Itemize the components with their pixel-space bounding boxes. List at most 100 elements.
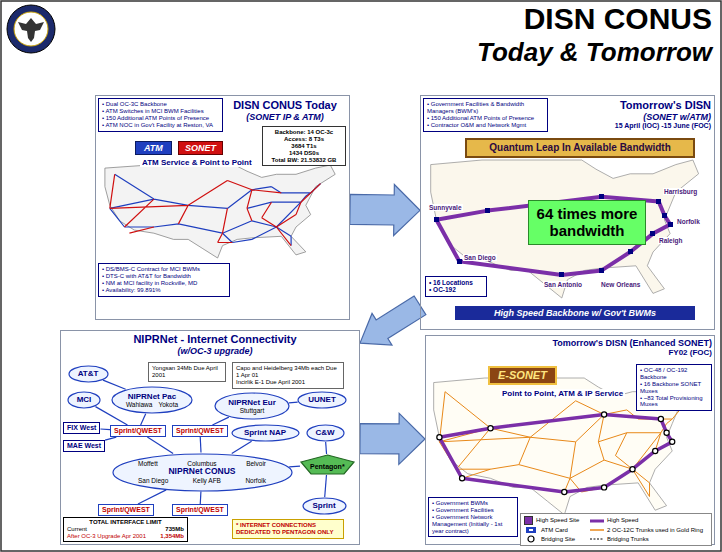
node-text: Wahiawa bbox=[126, 401, 153, 408]
atm-tag: ATM bbox=[135, 141, 172, 155]
exchange-box: FIX West bbox=[63, 422, 100, 434]
panel: DISN CONUS Today(SONET IP & ATM)• Dual O… bbox=[95, 95, 350, 320]
network-cloud: MoffettColumbusBelvoirNIPRNet CONUSSan D… bbox=[112, 453, 293, 492]
legend-sample bbox=[524, 526, 538, 534]
panel-heading: Tomorrow's DISN bbox=[555, 99, 711, 112]
panel-heading: (SONET w/ATM) bbox=[555, 112, 711, 122]
isp-cloud: C&W bbox=[306, 424, 345, 442]
panel-heading: 15 April (IOC) -15 June (FOC) bbox=[555, 122, 711, 130]
info-box: • Government Facilities & Bandwidth Mana… bbox=[423, 98, 548, 132]
banner: Quantum Leap In Available Bandwidth bbox=[465, 138, 695, 158]
node-text: Backbone: 14 OC-3c bbox=[265, 129, 343, 136]
link-line bbox=[103, 380, 126, 389]
legend-text: Bridging Trunks bbox=[607, 536, 649, 543]
legend-text: 2 OC-12C Trunks used in Gold Ring bbox=[607, 527, 703, 534]
link-line bbox=[289, 401, 298, 403]
legend-text: Bridging Site bbox=[541, 536, 575, 543]
map-caption: Point to Point, ATM & IP Service bbox=[500, 389, 625, 398]
legend-box: High Speed SiteATM CardBridging Site High… bbox=[520, 513, 712, 546]
carrier-box: Sprint/QWEST bbox=[110, 425, 166, 437]
legend-text: High Speed bbox=[607, 517, 638, 524]
isp-cloud: Sprint bbox=[302, 497, 347, 515]
slide-title: DISN CONUS bbox=[524, 2, 712, 37]
legend-sample bbox=[524, 535, 538, 543]
node-text: After OC-3 Upgrade Apr 2001 bbox=[67, 533, 146, 540]
node-text: FIX West bbox=[67, 424, 96, 432]
link-line bbox=[200, 437, 202, 452]
node-text: • Dual OC-3C Backbone bbox=[102, 101, 219, 108]
node-text: Sprint/QWEST bbox=[102, 506, 150, 514]
node-text: 64 times more bandwidth bbox=[533, 205, 641, 240]
link-line bbox=[138, 490, 166, 504]
link-line bbox=[325, 475, 327, 497]
node-text: Sprint NAP bbox=[244, 428, 286, 437]
note-box: * INTERNET CONNECTIONS DEDICATED TO PENT… bbox=[232, 519, 344, 539]
node-text: • NM at MCI facility in Rockville, MD bbox=[102, 280, 226, 287]
node-text: Columbus bbox=[187, 460, 216, 467]
node-text: • ATM NOC in Gov't Facility at Reston, V… bbox=[102, 122, 219, 129]
node-text: • Availability: 99.891% bbox=[102, 287, 226, 294]
sonet-tag: SONET bbox=[178, 141, 223, 155]
note-box: Yongsan 34Mb Due April 2001 bbox=[148, 362, 226, 382]
node-text: • 16 Locations bbox=[429, 279, 483, 286]
node-text: • 16 Backbone SONET Muxes bbox=[640, 381, 708, 395]
node-text: 735Mb bbox=[165, 526, 184, 533]
node-text: • 150 Additional ATM Points of Presence bbox=[427, 115, 544, 122]
flow-arrow bbox=[350, 184, 420, 235]
node-text: C&W bbox=[315, 428, 334, 437]
node-text: Sprint/QWEST bbox=[176, 506, 224, 514]
isp-cloud: AT&T bbox=[68, 365, 109, 383]
link-line bbox=[105, 437, 116, 440]
node-text: • ~83 Total Provisioning Muxes bbox=[640, 395, 708, 409]
legend-sample bbox=[590, 535, 604, 543]
node-text: High Speed Backbone w/ Gov't BWMs bbox=[457, 308, 693, 318]
legend-sample bbox=[590, 526, 604, 534]
node-text: • Government Network Management (Initial… bbox=[432, 514, 514, 535]
node-text: Sprint/QWEST bbox=[176, 427, 224, 435]
node-text: Sprint bbox=[312, 501, 335, 510]
exchange-box: MAE West bbox=[63, 440, 105, 452]
panel-heading: FY02 (FOC) bbox=[520, 348, 712, 357]
node-text: SONET bbox=[185, 143, 216, 153]
legend-text: High Speed Site bbox=[536, 517, 579, 524]
city-label: Raleigh bbox=[658, 237, 683, 244]
info-box: • OC-48 / OC-192 Backbone• 16 Backbone S… bbox=[636, 364, 712, 411]
carrier-box: Sprint/QWEST bbox=[172, 425, 228, 437]
node-text: Sprint/QWEST bbox=[114, 427, 162, 435]
link-line bbox=[200, 491, 202, 504]
node-text: Norfolk bbox=[245, 477, 266, 484]
disa-seal bbox=[7, 5, 55, 53]
node-text: Access: 8 T3s bbox=[265, 136, 343, 143]
bridging-sites bbox=[437, 412, 675, 495]
node-text: Yokota bbox=[158, 401, 178, 408]
node-text: Moffett bbox=[138, 460, 158, 467]
node-text: • DTS-C with AT&T for Bandwidth bbox=[102, 273, 226, 280]
node-text: • OC-48 / OC-192 Backbone bbox=[640, 367, 708, 381]
node-text: 1,354Mb bbox=[160, 533, 184, 540]
link-line bbox=[232, 441, 252, 453]
subtitle: Today & Tomorrow bbox=[477, 38, 712, 68]
panel-heading: DISN CONUS Today bbox=[222, 99, 348, 112]
node-text: • DS/BMS-C Contract for MCI BWMs bbox=[102, 266, 226, 273]
link-line bbox=[325, 442, 327, 454]
panel: Tomorrow's DISN(SONET w/ATM)15 April (IO… bbox=[420, 95, 715, 330]
link-line bbox=[212, 417, 228, 425]
city-label: Sunnyvale bbox=[428, 204, 463, 211]
note-box: Capo and Heidelberg 34Mb each Due 1 Apr … bbox=[232, 362, 344, 389]
bandwidth-box: Backbone: 14 OC-3cAccess: 8 T3s3684 T1s1… bbox=[262, 126, 346, 166]
node-text: Quantum Leap In Available Bandwidth bbox=[471, 142, 689, 154]
link-line bbox=[289, 466, 300, 468]
node-text: NIPRNet CONUS bbox=[138, 467, 266, 477]
node-text: Incirlik E-1 Due April 2001 bbox=[236, 379, 340, 386]
city-label: Harrisburg bbox=[663, 188, 698, 195]
city-label: San Diego bbox=[463, 254, 497, 261]
flow-arrow bbox=[360, 413, 425, 464]
node-text: Total BW: 21.53832 GB bbox=[265, 157, 343, 164]
node-text: AT&T bbox=[78, 369, 99, 378]
legend-text: ATM Card bbox=[541, 527, 568, 534]
node-text: TOTAL INTERFACE LIMIT bbox=[67, 519, 184, 526]
node-text: • ATM Switches in MCI BWM Facilities bbox=[102, 108, 219, 115]
node-text: MAE West bbox=[67, 442, 101, 450]
link-line bbox=[100, 428, 110, 430]
